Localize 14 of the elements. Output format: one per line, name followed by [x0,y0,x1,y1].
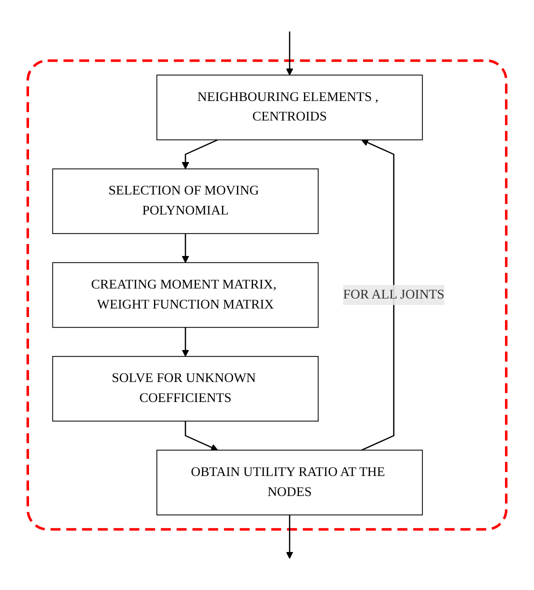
node-box: SELECTION OF MOVING POLYNOMIAL [52,168,319,234]
arrow [182,139,218,170]
arrow [182,234,190,263]
arrow [361,139,394,451]
node-box: NEIGHBOURING ELEMENTS , CENTROIDS [156,74,423,140]
arrow [184,421,218,451]
edge-label: FOR ALL JOINTS [343,288,444,302]
node-box: SOLVE FOR UNKNOWN COEFFICIENTS [52,356,319,422]
node-box: CREATING MOMENT MATRIX, WEIGHT FUNCTION MATRIX [52,262,319,328]
node-box: OBTAIN UTILITY RATIO AT THE NODES [156,450,423,516]
arrow [286,32,294,76]
arrow [182,327,190,357]
arrow [286,514,294,559]
cluster [26,59,508,531]
